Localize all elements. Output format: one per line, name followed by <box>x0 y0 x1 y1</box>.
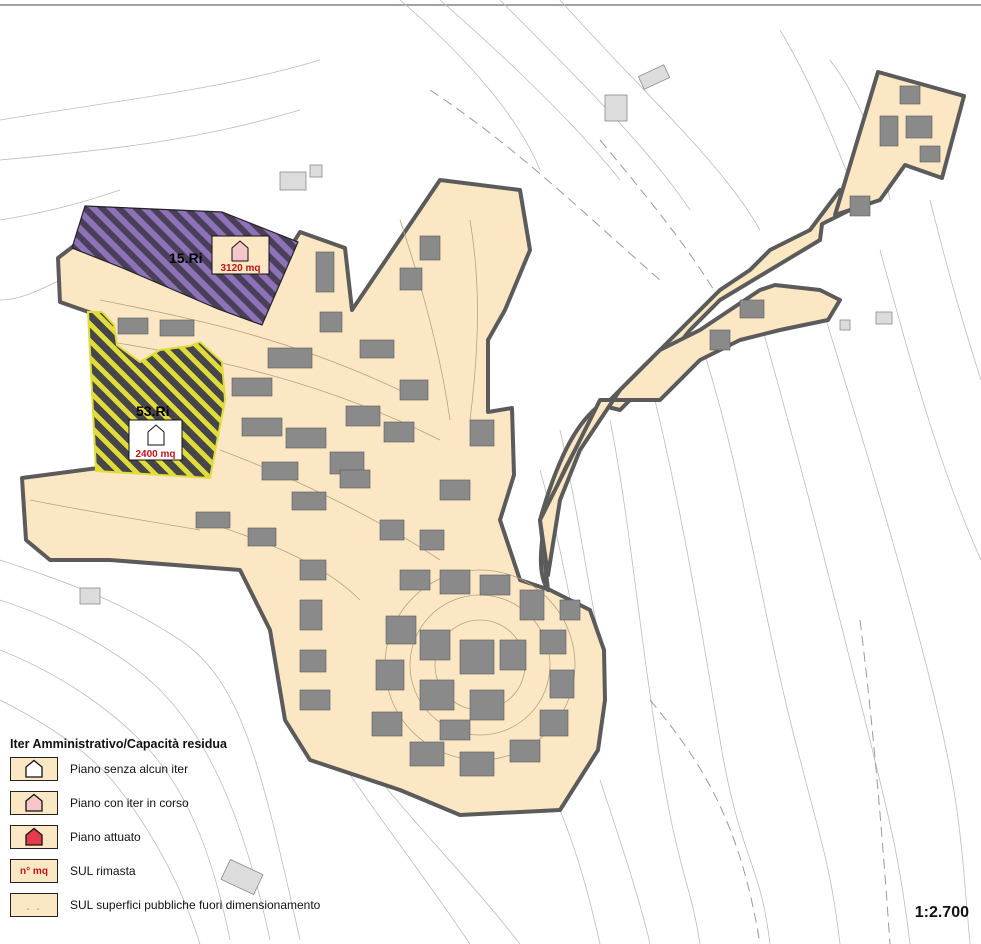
scale-label: 1:2.700 <box>914 904 969 921</box>
callout-53-ri: 53.Ri 2400 mq <box>128 403 183 461</box>
legend-title: Iter Amministrativo/Capacità residua <box>10 737 227 751</box>
outside-buildings <box>79 64 893 896</box>
house-pink-icon <box>25 793 43 812</box>
legend-item-attuato: Piano attuato <box>10 825 430 853</box>
zone-id-15: 15.Ri <box>169 250 202 266</box>
legend-label: SUL rimasta <box>70 864 136 878</box>
house-red-icon <box>25 827 43 846</box>
legend-swatch <box>10 791 58 815</box>
legend-item-sul-rimasta: n° mq SUL rimasta <box>10 859 430 887</box>
legend-swatch: - - <box>10 893 58 917</box>
house-outline-icon <box>25 759 43 778</box>
zone-53-ri[interactable] <box>86 311 227 480</box>
sul-symbol: n° mq <box>20 865 48 877</box>
legend-swatch: n° mq <box>10 859 58 883</box>
legend-label: Piano con iter in corso <box>70 796 189 810</box>
legend-label: SUL superfici pubbliche fuori dimensiona… <box>70 898 321 912</box>
legend-label: Piano attuato <box>70 830 141 844</box>
legend-item-sul-pubbliche: - - SUL superfici pubbliche fuori dimens… <box>10 893 430 921</box>
sul-value-15: 3120 mq <box>220 263 260 274</box>
legend-item-senza-iter: Piano senza alcun iter <box>10 757 430 785</box>
callout-15-ri: 15.Ri 3120 mq <box>169 235 270 275</box>
legend: Iter Amministrativo/Capacità residua Pia… <box>10 736 430 927</box>
zone-id-53: 53.Ri <box>136 403 169 419</box>
sul-value-53: 2400 mq <box>135 449 175 460</box>
house-outline-icon <box>147 424 165 446</box>
dash-symbol: - - <box>26 903 42 915</box>
legend-label: Piano senza alcun iter <box>70 762 189 776</box>
dashed-roads <box>429 89 891 944</box>
legend-item-iter-in-corso: Piano con iter in corso <box>10 791 430 819</box>
legend-swatch <box>10 757 58 781</box>
urban-buildings <box>117 85 941 777</box>
house-pink-icon <box>231 240 249 262</box>
legend-swatch <box>10 825 58 849</box>
